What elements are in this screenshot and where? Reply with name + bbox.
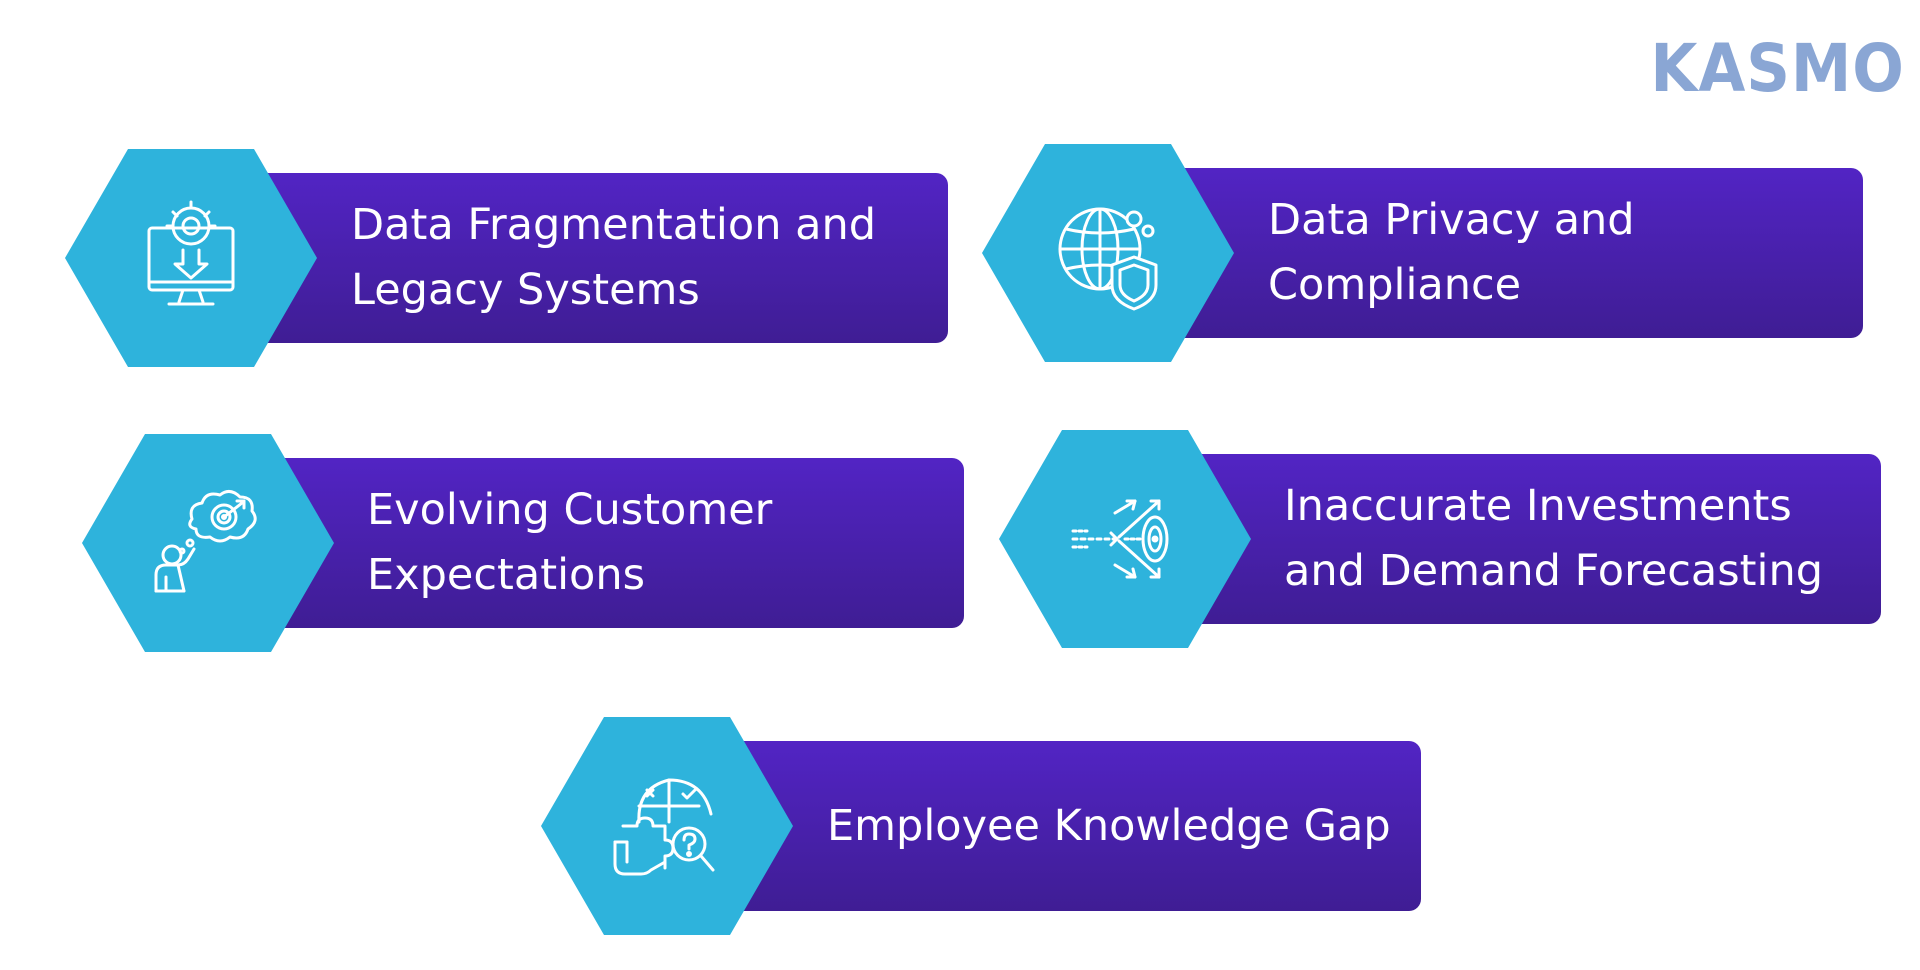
challenge-label: Data Privacy and Compliance (1268, 195, 1635, 310)
challenge-label: Evolving Customer Expectations (367, 485, 773, 600)
arrows-target-icon (1065, 479, 1185, 599)
card-panel (1185, 454, 1881, 624)
globe-shield-icon (1048, 193, 1168, 313)
monitor-gear-download-icon (131, 198, 251, 318)
challenge-label: Employee Knowledge Gap (827, 800, 1391, 851)
card-panel (268, 458, 964, 628)
person-thought-target-icon (148, 483, 268, 603)
card-panel (725, 741, 1421, 911)
kasmo-logo: KASMO (1650, 30, 1905, 107)
card-panel (1167, 168, 1863, 338)
puzzle-magnifier-question-icon (607, 766, 727, 886)
challenge-label: Inaccurate Investments and Demand Foreca… (1284, 481, 1824, 596)
card-panel (252, 173, 948, 343)
challenge-label: Data Fragmentation and Legacy Systems (351, 200, 877, 315)
